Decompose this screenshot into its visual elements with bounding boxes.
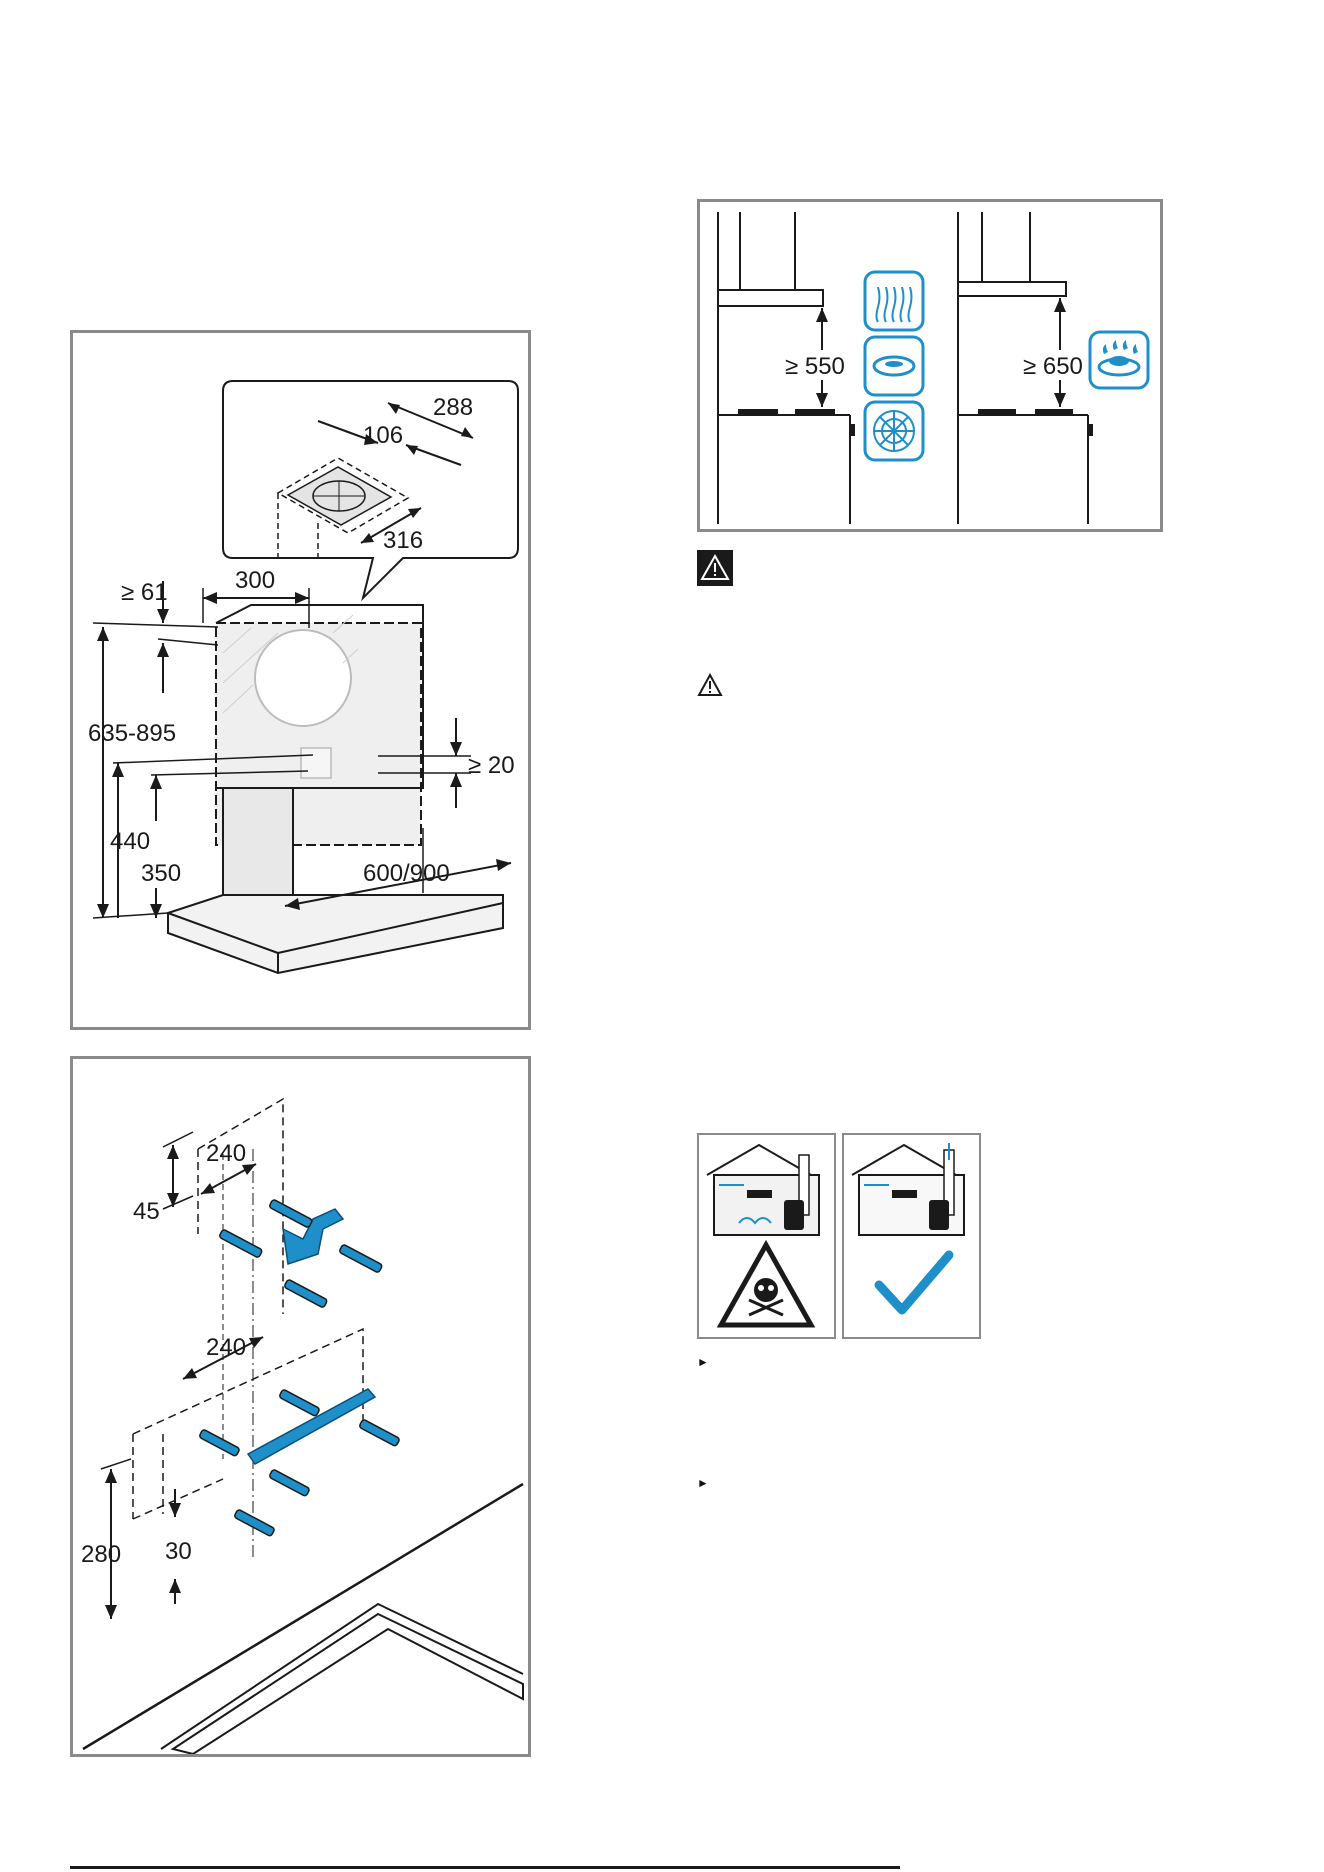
dim-316-label: 316 bbox=[383, 527, 423, 554]
caution-icon bbox=[697, 673, 723, 697]
dim-upper-45-label: 45 bbox=[133, 1198, 160, 1225]
dim-300-label: 300 bbox=[235, 567, 275, 594]
clearance-gas-label: ≥ 650 bbox=[1023, 353, 1083, 380]
ventilation-safe-drawing bbox=[844, 1135, 979, 1337]
bullet-marker: ► bbox=[697, 1476, 709, 1490]
warning-icon bbox=[697, 550, 733, 586]
dim-upper-240-label: 240 bbox=[206, 1140, 246, 1167]
ventilation-unsafe-drawing bbox=[699, 1135, 834, 1337]
installation-dimensions-figure: 288 106 316 635-895 bbox=[70, 330, 531, 1030]
dim-gap-20-label: ≥ 20 bbox=[468, 752, 515, 779]
skull-warning-icon bbox=[721, 1245, 811, 1325]
clearance-electric-label: ≥ 550 bbox=[785, 353, 845, 380]
dim-440-label: 440 bbox=[110, 828, 150, 855]
ventilation-warning-figure bbox=[697, 1133, 836, 1339]
dim-600-900-label: 600/900 bbox=[363, 860, 450, 887]
dim-106-label: 106 bbox=[363, 422, 403, 449]
dim-350-label: 350 bbox=[141, 860, 181, 887]
induction-hob-icon bbox=[865, 337, 923, 395]
dim-lower-280-label: 280 bbox=[81, 1541, 121, 1568]
installation-dimensions-drawing: 288 106 316 635-895 bbox=[73, 333, 528, 1027]
radiant-heater-icon bbox=[865, 272, 923, 330]
checkmark-icon bbox=[879, 1255, 949, 1310]
wall-bracket-figure: 45 240 240 bbox=[70, 1056, 531, 1757]
dim-lower-30-label: 30 bbox=[165, 1538, 192, 1565]
page-footer-rule bbox=[70, 1866, 900, 1869]
wall-bracket-drawing: 45 240 240 bbox=[73, 1059, 528, 1754]
bullet-marker: ► bbox=[697, 1355, 709, 1369]
hob-clearance-figure: ≥ 550 bbox=[697, 199, 1163, 532]
dim-top-61-label: ≥ 61 bbox=[121, 579, 168, 606]
gas-burner-icon bbox=[1090, 332, 1148, 388]
hob-clearance-drawing: ≥ 550 bbox=[700, 202, 1160, 529]
ventilation-ok-figure bbox=[842, 1133, 981, 1339]
ceramic-hob-icon bbox=[865, 402, 923, 460]
dim-lower-240-label: 240 bbox=[206, 1334, 246, 1361]
dim-288-label: 288 bbox=[433, 394, 473, 421]
dim-height-range-label: 635-895 bbox=[88, 720, 176, 747]
